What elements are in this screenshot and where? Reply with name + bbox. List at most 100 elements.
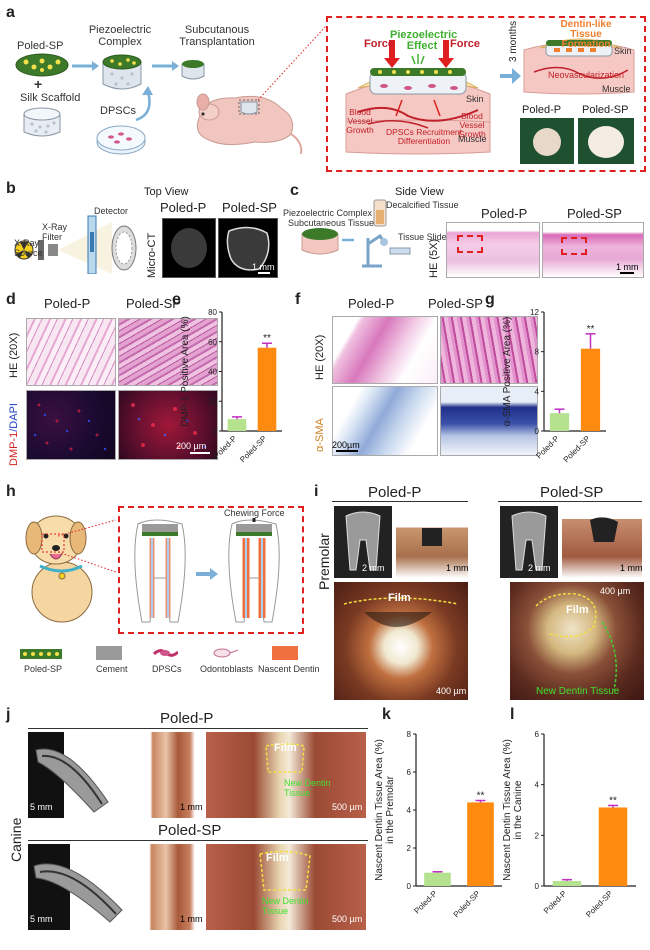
- f-scale-bar: [336, 450, 358, 452]
- chart-x-tick-label: Poled-P: [534, 434, 560, 460]
- f-asma-poled-p-image: [332, 386, 438, 456]
- xray-filter-label: X-Ray Filter: [42, 222, 68, 242]
- d-dmp-dapi-label: DMP-1/DAPI: [8, 403, 20, 466]
- dapi-text: /DAPI: [8, 403, 20, 432]
- dpscs-label: DPSCs: [100, 105, 137, 117]
- i-rule-right: [498, 501, 642, 502]
- i-scale-400-a: 400 µm: [436, 686, 467, 696]
- chewing-force-label: Chewing Force: [224, 508, 285, 518]
- dpscs-dish-illustration: [96, 125, 146, 155]
- i-film-label-b: Film: [566, 604, 589, 616]
- histology-process-illustration: [301, 199, 411, 268]
- piezo-effect-label: Piezoelectric Effect: [390, 29, 458, 52]
- chart-k: Nascent Dentin Tissue Area (%)in the Pre…: [374, 730, 502, 919]
- panel-label-a: a: [6, 4, 15, 21]
- zoom-box: [326, 16, 646, 172]
- f-poled-p-label: Poled-P: [348, 296, 395, 311]
- muscle2-label: Muscle: [602, 84, 631, 94]
- chart-y-tick-label: 80: [208, 308, 217, 317]
- f-asma-poled-sp-image: [440, 386, 538, 456]
- chart-y-tick-label: 20: [208, 397, 217, 406]
- he5x-label: HE (5X): [428, 238, 440, 278]
- f-he-poled-p-image: [332, 316, 438, 384]
- dog-illustration: [25, 515, 93, 623]
- f-he-poled-sp-image: [440, 316, 538, 384]
- i-rule-left: [332, 501, 468, 502]
- force-left-label: Force: [364, 38, 394, 50]
- panel-label-d: d: [6, 291, 16, 308]
- panel-label-j: j: [6, 706, 11, 723]
- j-scale-5mm-b: 5 mm: [30, 914, 53, 924]
- h-zoom-box: [118, 506, 304, 634]
- legend-label-odontoblasts: Odontoblasts: [200, 664, 254, 674]
- chart-y-tick-label: 6: [407, 768, 412, 777]
- side-view-label: Side View: [395, 186, 444, 198]
- c-scale-bar: [620, 272, 634, 274]
- neovascularization-label: Neovascularization: [548, 70, 625, 80]
- micro-ct-poled-p-image: [162, 218, 216, 278]
- chart-y-tick-label: 8: [407, 730, 412, 739]
- silk-scaffold-illustration: [23, 107, 61, 137]
- j-scale-1mm-a: 1 mm: [180, 802, 203, 812]
- i-film-label-a: Film: [388, 592, 411, 604]
- c-poled-sp-label: Poled-SP: [567, 206, 622, 221]
- dentin-formation-illustration: [523, 38, 635, 95]
- legend-nascent-dentin-swatch: [272, 646, 298, 660]
- c-piezo-complex-label: Piezoelectric Complex: [283, 208, 373, 218]
- canine-label: Canine: [8, 817, 24, 862]
- chart-y-tick-label: 0: [407, 882, 412, 891]
- blood-vessel-right-label: Blood Vessel Growth: [458, 111, 486, 139]
- plus-sign: +: [34, 76, 43, 92]
- c-scale-label: 1 mm: [616, 262, 639, 272]
- micro-ct-poled-sp-image: [218, 218, 278, 278]
- j-rule-bottom: [28, 840, 368, 841]
- f-he20x-label: HE (20X): [314, 334, 326, 380]
- chart-ylabel: Nascent Dentin Tissue Area (%): [502, 739, 513, 881]
- chart-x-tick-label: Poled-P: [412, 889, 438, 915]
- tissue-slide-label: Tissue Slide: [398, 232, 447, 242]
- j-magnified-poled-sp: [206, 844, 366, 930]
- d-he20x-label: HE (20X): [8, 332, 20, 378]
- legend-label-dpscs: DPSCs: [152, 664, 182, 674]
- chart-bar: [424, 872, 451, 886]
- i-poled-sp-label: Poled-SP: [540, 484, 604, 501]
- i-ct-poled-p: [334, 506, 392, 578]
- i-scale-400-b: 400 µm: [600, 586, 631, 596]
- chart-y-tick-label: 0: [535, 427, 540, 436]
- legend-odontoblasts-swatch: [213, 648, 238, 658]
- chart-l: Nascent Dentin Tissue Area (%)in the Can…: [502, 730, 636, 919]
- curved-arrow: [135, 86, 153, 122]
- i-scale-1mm-a: 1 mm: [446, 563, 469, 573]
- b-poled-sp-label: Poled-SP: [222, 200, 277, 215]
- b-scale-bar: [258, 272, 270, 274]
- chart-y-tick-label: 0: [535, 882, 540, 891]
- chart-x-tick-label: Poled-SP: [452, 889, 482, 919]
- panel-label-l: l: [510, 706, 515, 723]
- chart-ylabel: in the Premolar: [385, 775, 396, 843]
- roi-box-p: [457, 235, 483, 253]
- force-right-label: Force: [450, 38, 480, 50]
- chart-significance-label: **: [477, 791, 485, 802]
- subcutaneous-label: Subcutanous Transplantation: [179, 24, 255, 48]
- silk-scaffold-label: Silk Scaffold: [20, 92, 81, 104]
- poled-p-photo-label: Poled-P: [522, 104, 562, 116]
- premolar-label: Premolar: [316, 533, 332, 590]
- skin-label: Skin: [466, 94, 484, 104]
- j-ct-poled-sp: [28, 844, 138, 930]
- chart-bar: [227, 419, 247, 431]
- chart-y-tick-label: 4: [407, 806, 412, 815]
- he5x-poled-p-image: [446, 222, 540, 278]
- j-scale-500-b: 500 µm: [332, 914, 363, 924]
- chart-x-tick-label: Poled-SP: [238, 434, 268, 464]
- chart-significance-label: **: [609, 795, 617, 806]
- poled-sp-photo-label: Poled-SP: [582, 104, 629, 116]
- piezo-complex-label: Piezoelectric Complex: [88, 24, 152, 48]
- blood-vessel-left-label: Blood Vessel Growth: [346, 107, 374, 135]
- b-poled-p-label: Poled-P: [160, 200, 207, 215]
- d-if-poled-p-image: [26, 390, 116, 460]
- i-magnified-poled-sp: [510, 582, 644, 700]
- panel-label-f: f: [295, 291, 301, 308]
- complex-small-illustration: [181, 60, 205, 80]
- i-scale-2mm-a: 2 mm: [362, 563, 385, 573]
